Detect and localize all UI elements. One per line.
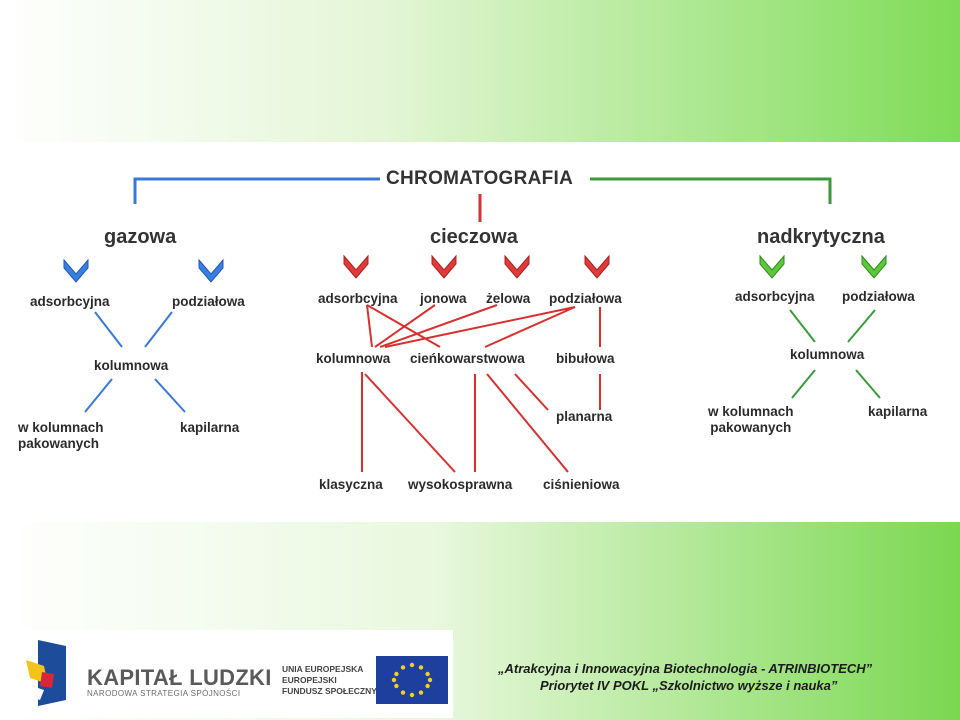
nadkrytyczna-sub-w-kolumnach: w kolumnach pakowanych bbox=[708, 404, 794, 435]
connector-lines bbox=[63, 177, 887, 473]
cieczowa-sub-cisnieniowa: ciśnieniowa bbox=[543, 477, 620, 492]
eu-flag-icon bbox=[376, 656, 448, 704]
chevron-down-icon bbox=[504, 254, 530, 279]
gazowa-type-podzialowa: podziałowa bbox=[172, 294, 245, 309]
connector-root-gazowa bbox=[133, 177, 380, 204]
cieczowa-type-podzialowa: podziałowa bbox=[549, 291, 622, 306]
chevron-down-icon bbox=[198, 258, 224, 283]
gazowa-sub-kapilarna: kapilarna bbox=[180, 420, 240, 435]
chromatography-diagram: CHROMATOGRAFIA gazowa cieczowa nadkrytyc… bbox=[0, 142, 960, 522]
nadkrytyczna-type-podzialowa: podziałowa bbox=[842, 289, 915, 304]
cieczowa-type-zelowa: żelowa bbox=[486, 291, 531, 306]
logo-subtitle: NARODOWA STRATEGIA SPÓJNOŚCI bbox=[87, 689, 241, 698]
cieczowa-method-kolumnowa: kolumnowa bbox=[316, 351, 391, 366]
connector-root-nadkrytyczna bbox=[590, 177, 832, 204]
chevron-down-icon bbox=[63, 258, 89, 283]
gazowa-method-kolumnowa: kolumnowa bbox=[94, 358, 169, 373]
chevron-icons bbox=[63, 254, 887, 283]
nadkrytyczna-sub-kapilarna: kapilarna bbox=[868, 404, 928, 419]
nadkrytyczna-method-kolumnowa: kolumnowa bbox=[790, 347, 865, 362]
root-title: CHROMATOGRAFIA bbox=[386, 168, 574, 189]
cieczowa-sub-klasyczna: klasyczna bbox=[319, 477, 383, 492]
cieczowa-method-cienkowarstwowa: cieńkowarstwowa bbox=[410, 351, 525, 366]
header-band bbox=[0, 0, 960, 142]
footer-project-line: „Atrakcyjna i Innowacyjna Biotechnologia… bbox=[498, 661, 873, 676]
branch-title-nadkrytyczna: nadkrytyczna bbox=[757, 226, 885, 248]
chevron-down-icon bbox=[431, 254, 457, 279]
nadkrytyczna-type-adsorbcyjna: adsorbcyjna bbox=[735, 289, 815, 304]
cieczowa-method-bibulowa: bibułowa bbox=[556, 351, 615, 366]
eu-text: UNIA EUROPEJSKA EUROPEJSKI FUNDUSZ SPOŁE… bbox=[282, 664, 377, 696]
cieczowa-lines bbox=[361, 304, 601, 473]
cieczowa-sub-wysokosprawna: wysokosprawna bbox=[408, 477, 513, 492]
branch-title-gazowa: gazowa bbox=[104, 226, 177, 248]
logo-title: KAPITAŁ LUDZKI bbox=[87, 665, 272, 690]
gazowa-type-adsorbcyjna: adsorbcyjna bbox=[30, 294, 110, 309]
chevron-down-icon bbox=[343, 254, 369, 279]
footer-priority-line: Priorytet IV POKL „Szkolnictwo wyższe i … bbox=[540, 678, 838, 693]
cieczowa-sub-planarna: planarna bbox=[556, 409, 613, 424]
gazowa-sub-w-kolumnach: w kolumnach pakowanych bbox=[18, 420, 104, 451]
nadkrytyczna-lines bbox=[789, 309, 881, 399]
kapital-ludzki-logo-icon bbox=[26, 640, 66, 706]
cieczowa-type-adsorbcyjna: adsorbcyjna bbox=[318, 291, 398, 306]
gazowa-lines bbox=[84, 311, 186, 413]
chevron-down-icon bbox=[759, 254, 785, 279]
chevron-down-icon bbox=[584, 254, 610, 279]
chevron-down-icon bbox=[861, 254, 887, 279]
branch-title-cieczowa: cieczowa bbox=[430, 226, 518, 248]
cieczowa-type-jonowa: jonowa bbox=[420, 291, 467, 306]
